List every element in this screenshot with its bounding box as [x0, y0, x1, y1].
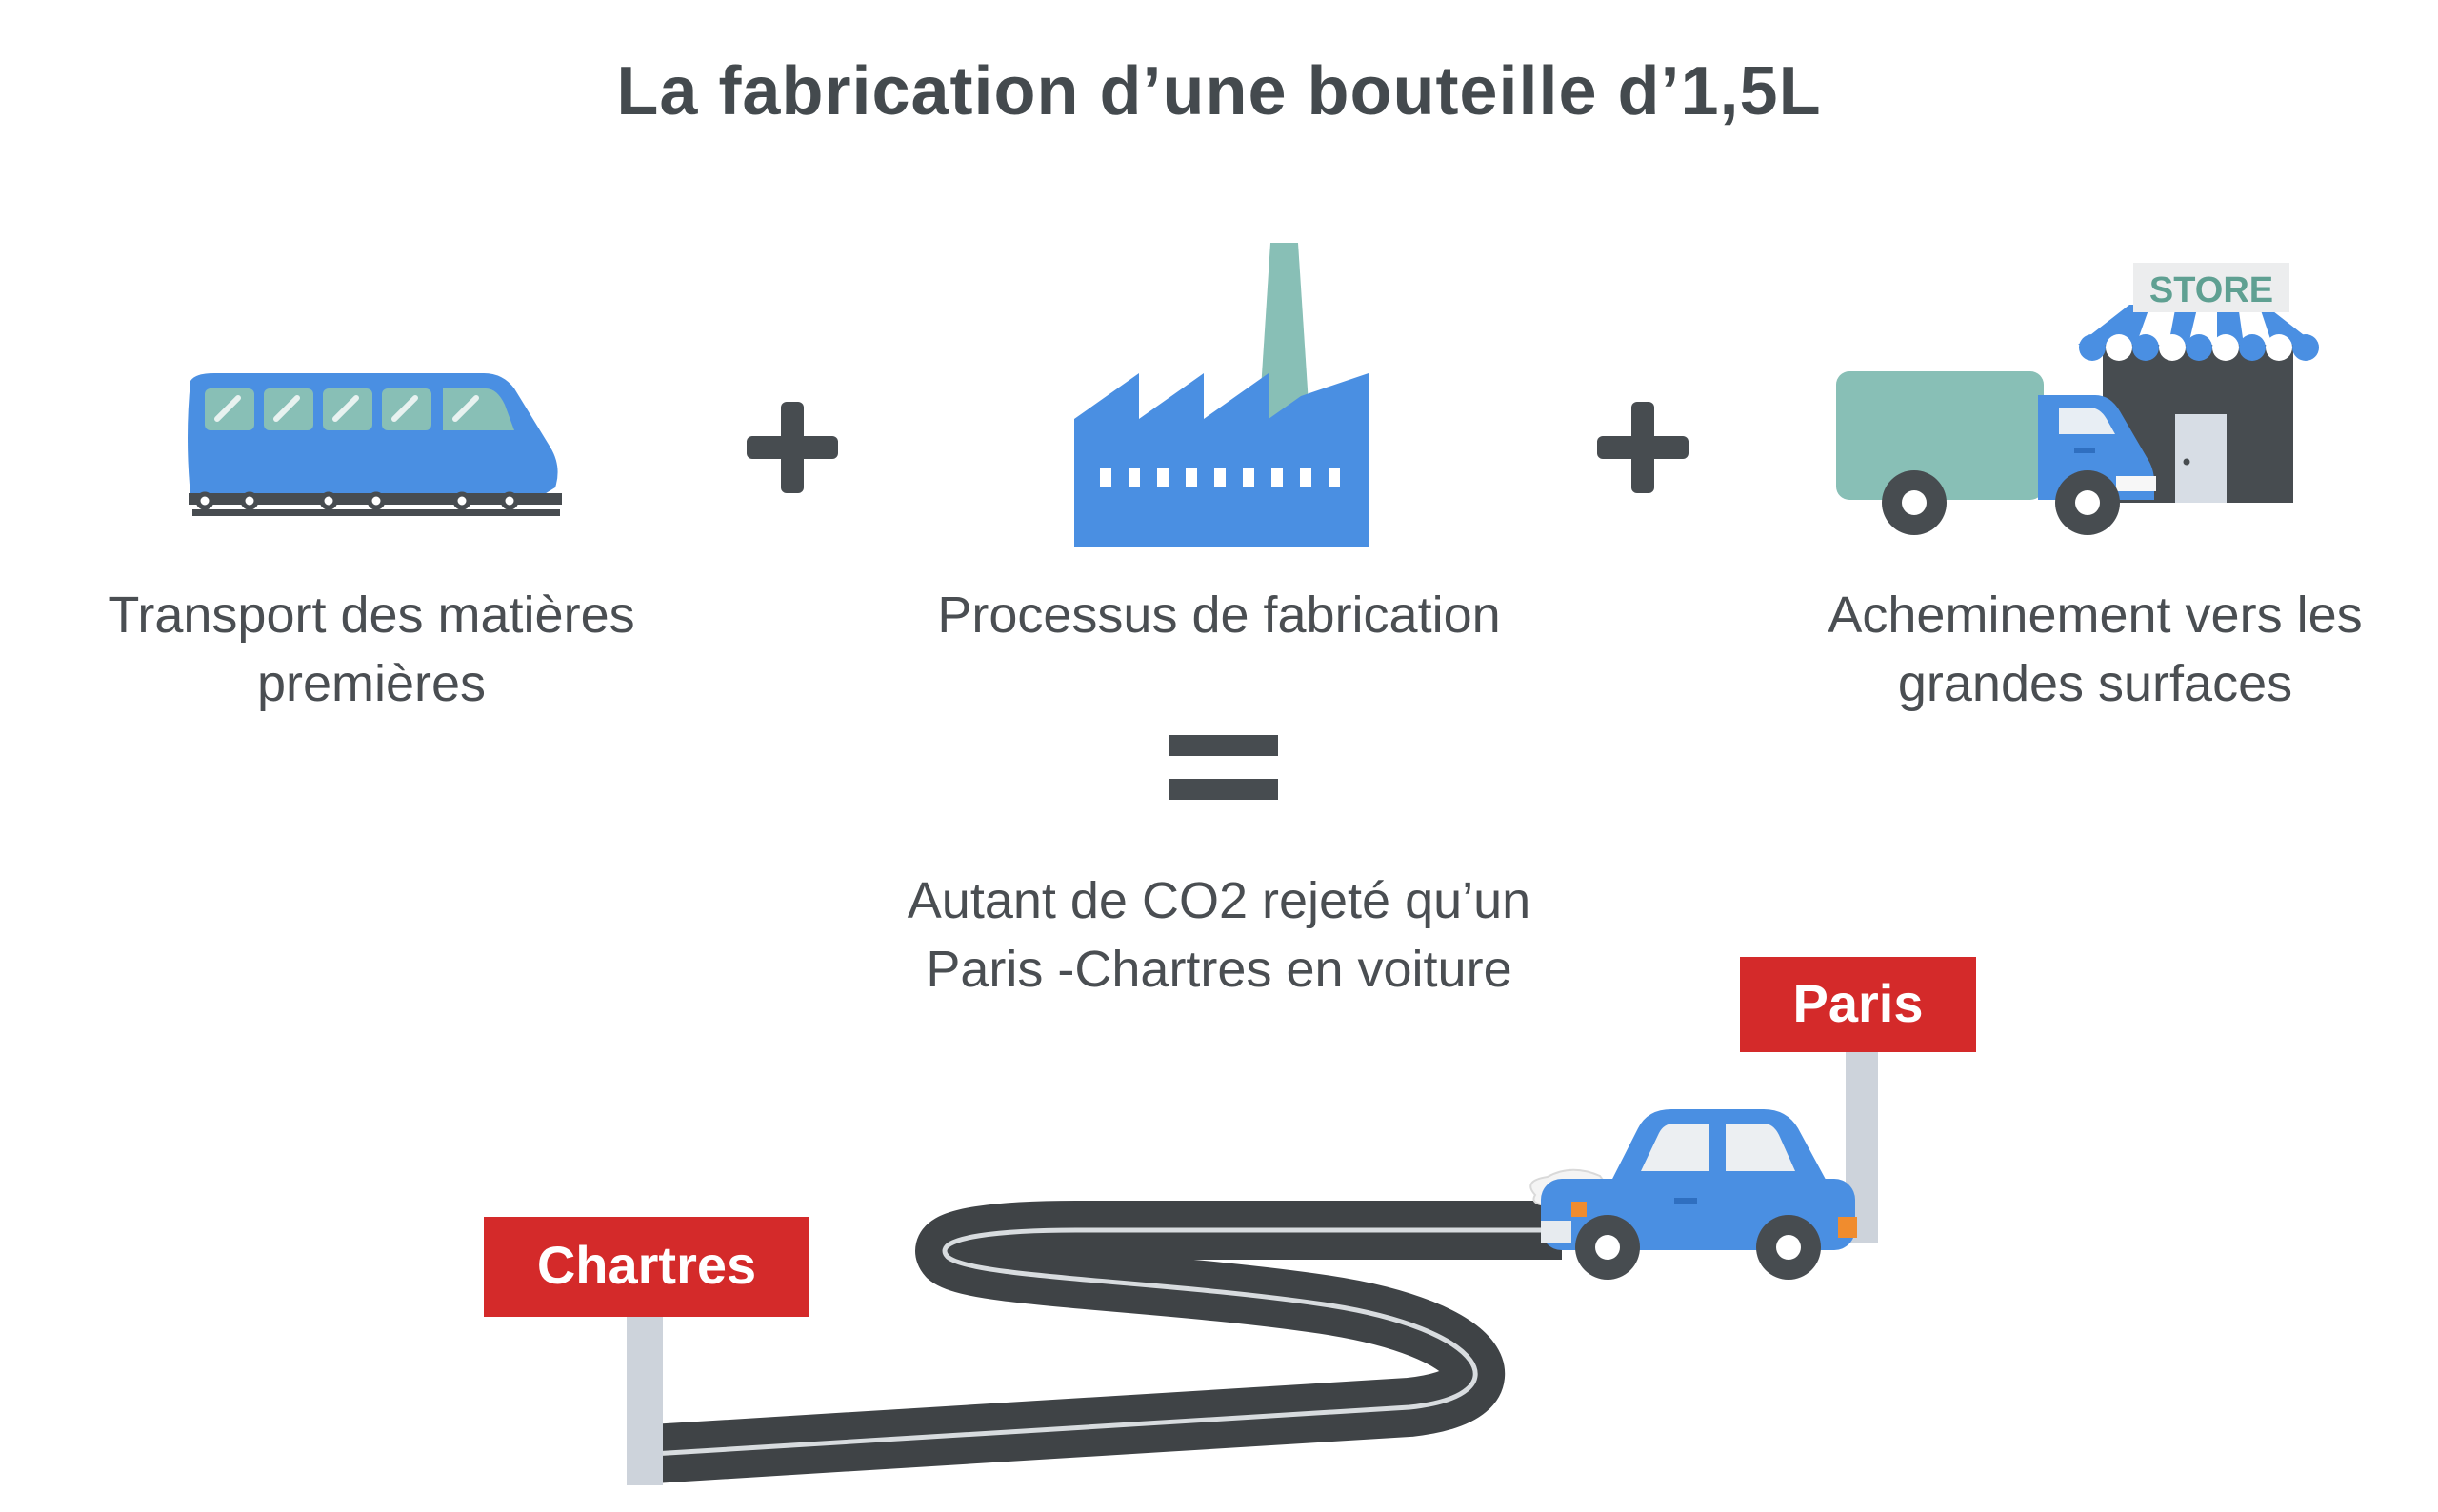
- train-icon: [188, 373, 562, 516]
- caption-line: Paris -Chartres en voiture: [926, 941, 1512, 998]
- paris-sign-label: Paris: [1793, 973, 1924, 1033]
- delivery-truck-store-icon: STORE: [1836, 263, 2319, 535]
- car-icon: [1529, 1109, 1857, 1280]
- caption-line: Autant de CO2 rejeté qu’un: [907, 872, 1531, 929]
- page-title: La fabrication d’une bouteille d’1,5L: [616, 53, 1822, 129]
- step-caption-fabrication: Processus de fabrication: [886, 581, 1552, 649]
- step-caption-transport: Transport des matières premières: [38, 581, 705, 718]
- caption-line: premières: [256, 655, 487, 712]
- caption-line: Acheminement vers les: [1828, 587, 2363, 644]
- factory-icon: [1074, 243, 1369, 547]
- chartres-sign: Chartres: [484, 1217, 809, 1485]
- caption-line: Processus de fabrication: [937, 587, 1501, 644]
- chartres-sign-label: Chartres: [537, 1235, 756, 1295]
- plus-icon: [1597, 402, 1689, 493]
- plus-icon: [747, 402, 838, 493]
- result-caption: Autant de CO2 rejeté qu’un Paris -Chartr…: [838, 866, 1600, 1004]
- equals-icon: [1169, 735, 1278, 800]
- store-sign-label: STORE: [2149, 270, 2273, 310]
- step-caption-acheminement: Acheminement vers les grandes surfaces: [1762, 581, 2428, 718]
- winding-road: [650, 1201, 1562, 1483]
- caption-line: Transport des matières: [108, 587, 635, 644]
- caption-line: grandes surfaces: [1897, 655, 2293, 712]
